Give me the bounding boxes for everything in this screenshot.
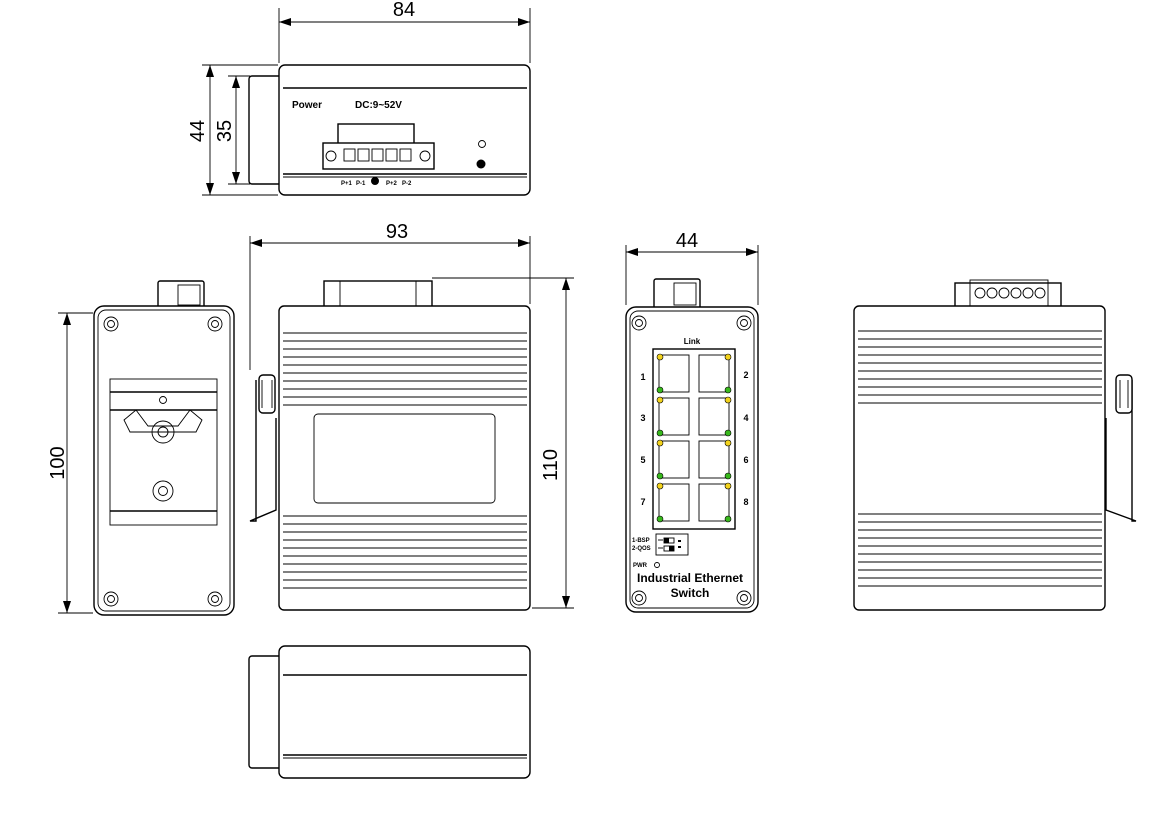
dimension-label: 35: [214, 120, 236, 142]
cooling-fins-top: [858, 330, 1102, 404]
power-terminal-block: [322, 123, 435, 170]
indicator-hole: [478, 140, 486, 148]
product-name: Switch: [671, 586, 710, 600]
terminal-label: P-1: [356, 181, 366, 187]
dimension-label: 110: [540, 449, 562, 481]
dimension-label: 100: [47, 446, 69, 479]
product-name: Industrial Ethernet: [637, 571, 743, 585]
port-number: 7: [640, 497, 645, 507]
cooling-fins-top: [283, 332, 527, 406]
link-leds: [656, 353, 732, 523]
bottom-view: [248, 645, 531, 779]
ground-symbol-icon: [371, 177, 379, 185]
port-number: 1: [640, 372, 645, 382]
side-view-right: [853, 279, 1137, 611]
port-number: 5: [640, 455, 645, 465]
cooling-fins-bottom: [858, 513, 1102, 587]
dimension-label: 84: [393, 0, 415, 21]
dimension-label: 44: [187, 120, 209, 142]
dip-switch: [655, 533, 689, 556]
port-number: 2: [743, 370, 748, 380]
cooling-fins-bottom: [283, 515, 527, 589]
pwr-led: [654, 562, 660, 568]
dimension-label: 44: [676, 230, 698, 252]
port-number: 6: [743, 455, 748, 465]
rear-view: 100: [47, 280, 235, 616]
port-number: 4: [743, 413, 748, 423]
side-view-left: 93 110: [249, 221, 574, 611]
power-label: Power: [292, 100, 322, 111]
link-label: Link: [684, 337, 701, 346]
terminal-label: P+1: [341, 181, 353, 187]
rj45-port-block: [652, 348, 736, 530]
front-view: Link 1 2 3 4 5 6 7 8 1-BSP 2-QOS: [625, 230, 759, 613]
voltage-label: DC:9~52V: [355, 100, 402, 111]
port-number: 3: [640, 413, 645, 423]
terminal-block-right: [954, 279, 1062, 308]
pwr-label: PWR: [633, 563, 648, 569]
top-view: Power DC:9~52V P+1 P-1 P+2 P-2 84 44: [187, 0, 531, 196]
port-number: 8: [743, 497, 748, 507]
terminal-label: P+2: [386, 181, 398, 187]
terminal-label: P-2: [402, 181, 412, 187]
dip-label: 1-BSP: [632, 538, 650, 544]
dip-label: 2-QOS: [632, 546, 651, 552]
dimension-label: 93: [386, 221, 408, 243]
ground-screw-icon: [476, 159, 486, 169]
